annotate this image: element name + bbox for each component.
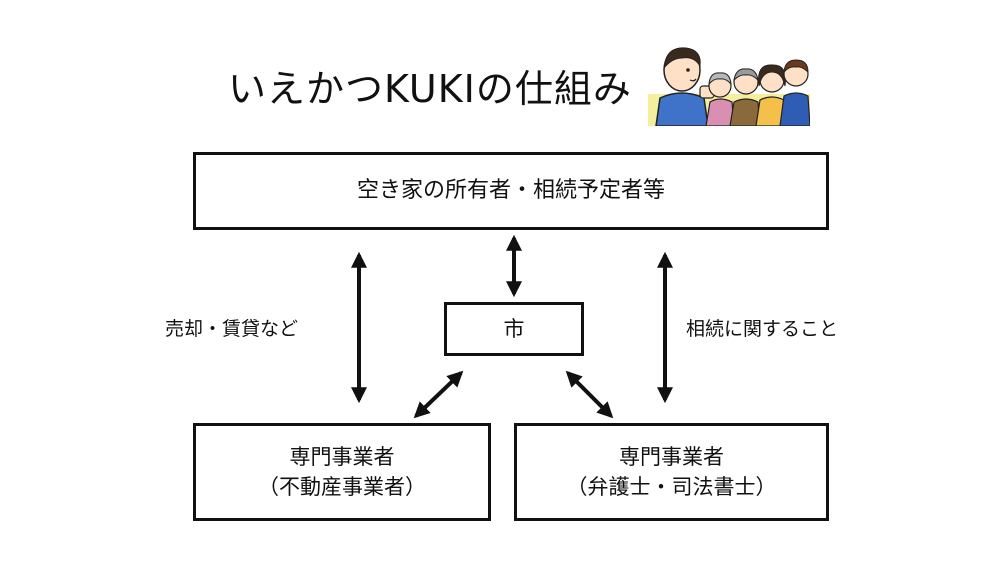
edge-label-inheritance: 相続に関すること: [686, 318, 839, 340]
node-legal-line-1: 専門事業者: [619, 444, 724, 469]
family-consultation-illustration: [648, 47, 810, 126]
node-legal: 専門事業者 （弁護士・司法書士）: [514, 423, 829, 521]
node-legal-line-2: （弁護士・司法書士）: [566, 475, 777, 499]
node-city-line: 市: [503, 316, 525, 341]
page-title: いえかつKUKIの仕組み: [228, 67, 632, 111]
node-realestate: 専門事業者 （不動産事業者）: [193, 423, 491, 521]
arrow-city-legal: [565, 370, 614, 419]
node-city: 市: [444, 302, 584, 356]
node-realestate-line-1: 専門事業者: [289, 444, 395, 469]
edge-label-sale-rent: 売却・賃貸など: [165, 318, 299, 340]
node-realestate-line-2: （不動産事業者）: [258, 475, 426, 499]
arrow-city-realestate: [413, 370, 464, 419]
node-owner: 空き家の所有者・相続予定者等: [193, 152, 829, 230]
node-owner-line: 空き家の所有者・相続予定者等: [356, 178, 665, 204]
